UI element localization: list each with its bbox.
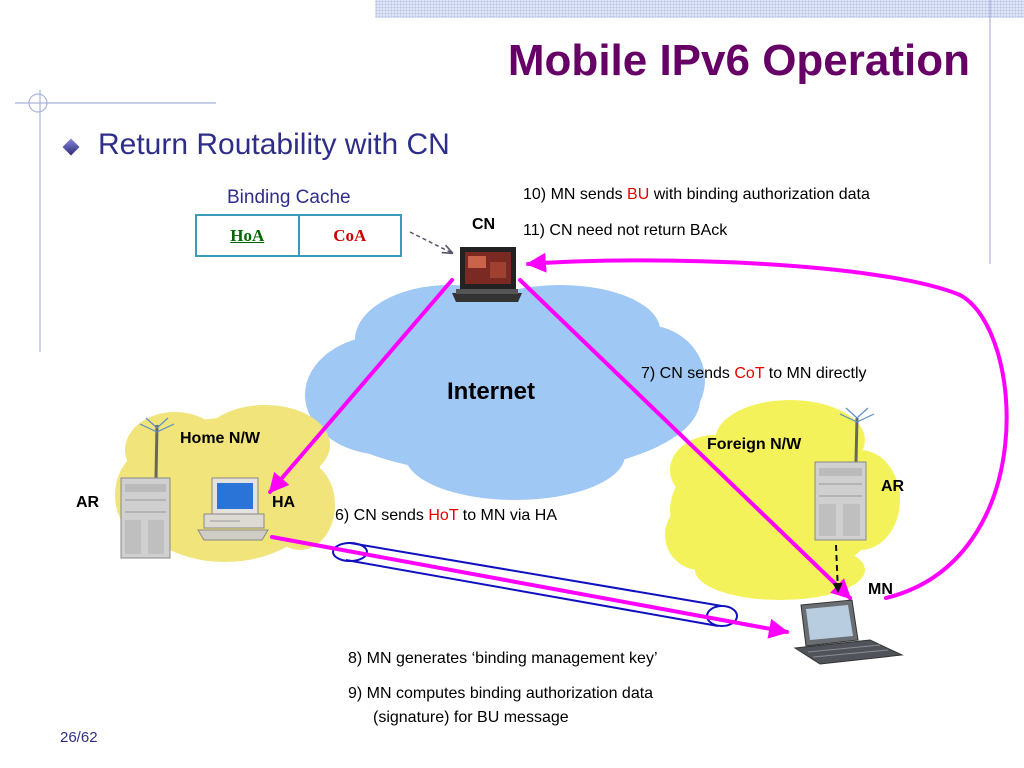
step-6-pre: 6) CN sends	[335, 507, 429, 524]
slide-number: 26/62	[60, 729, 98, 746]
step-10-pre: 10) MN sends	[523, 186, 628, 203]
foreign-ar-label: AR	[881, 478, 905, 495]
hot-arrow-ha-to-mn	[270, 535, 789, 639]
step-10-post: with binding authorization data	[649, 186, 870, 203]
page-title: Mobile IPv6 Operation	[507, 36, 970, 85]
foreign-network-label: Foreign N/W	[707, 436, 802, 453]
slide-subtitle: Return Routability with CN	[98, 128, 450, 161]
step-11-text: 11) CN need not return BAck	[523, 222, 728, 239]
ar-mn-dashed-link	[832, 544, 843, 593]
step-9-text-line2: (signature) for BU message	[373, 709, 569, 726]
step-10-text: 10) MN sends BU with binding authorizati…	[523, 186, 870, 204]
binding-cache-title: Binding Cache	[227, 187, 351, 208]
step-10-highlight: BU	[627, 186, 650, 203]
binding-cache-table: HoA CoA	[195, 214, 402, 257]
binding-cache-arrow	[409, 231, 452, 253]
cn-label: CN	[472, 216, 496, 233]
home-ar-label: AR	[76, 494, 100, 511]
ha-label: HA	[272, 494, 296, 511]
cot-arrow-cn-to-mn	[518, 278, 852, 600]
mn-handheld-icon	[793, 599, 904, 665]
slide-frame-lines	[15, 0, 991, 352]
binding-cache-coa-cell: CoA	[333, 225, 367, 245]
ha-desktop-icon	[197, 477, 269, 541]
step-7-text: 7) CN sends CoT to MN directly	[641, 365, 867, 383]
header-pattern-band	[375, 0, 1024, 18]
binding-cache-hoa-cell: HoA	[197, 216, 300, 255]
step-9-text-line1: 9) MN computes binding authorization dat…	[348, 685, 654, 702]
step-7-post: to MN directly	[764, 365, 867, 382]
step-6-text: 6) CN sends HoT to MN via HA	[335, 507, 557, 525]
home-ar-server-icon	[120, 417, 175, 559]
step-7-pre: 7) CN sends	[641, 365, 735, 382]
home-network-label: Home N/W	[180, 430, 260, 447]
bu-arrow-mn-to-cn	[526, 252, 1009, 600]
cn-laptop-icon	[452, 247, 522, 302]
step-7-highlight: CoT	[734, 365, 765, 382]
step-6-highlight: HoT	[428, 507, 459, 524]
hot-arrow-cn-to-ha	[268, 278, 454, 494]
step-6-post: to MN via HA	[458, 507, 557, 524]
home-network-cloud	[115, 405, 335, 562]
foreign-ar-server-icon	[814, 407, 875, 541]
internet-label: Internet	[447, 378, 536, 405]
internet-cloud	[305, 285, 705, 500]
step-8-text: 8) MN generates ‘binding management key’	[348, 650, 658, 667]
mn-label: MN	[868, 581, 893, 598]
